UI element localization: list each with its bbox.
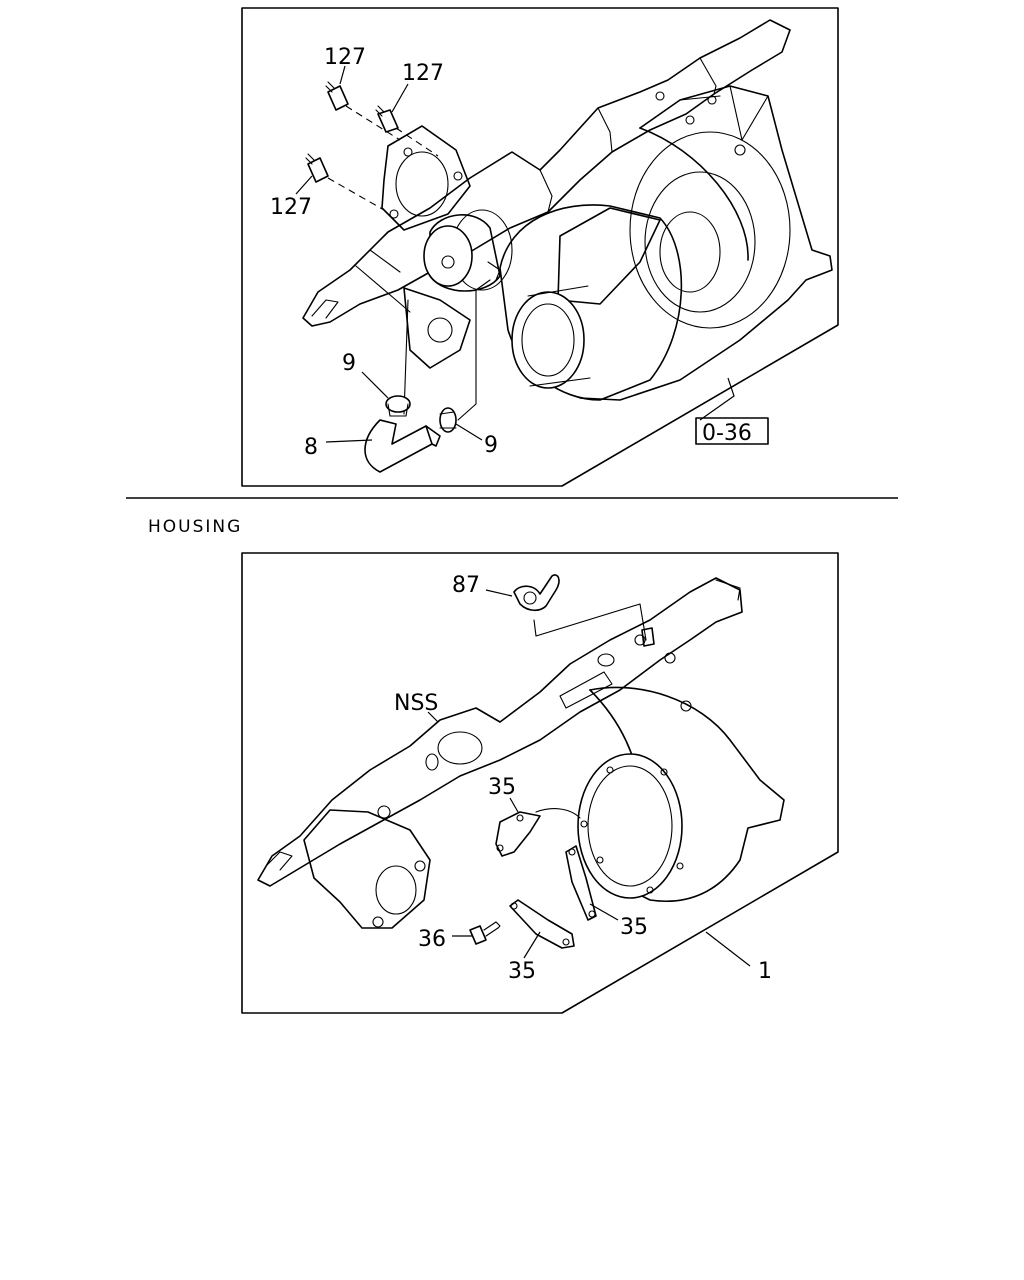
wing-nut-87 — [513, 574, 655, 647]
leader-9-a — [361, 371, 389, 399]
stud-127-b — [375, 105, 439, 157]
leader-35-b — [589, 903, 619, 921]
turbine-inlet-flange — [303, 809, 431, 929]
callout-8: 8 — [304, 435, 318, 460]
stud-127-c — [305, 153, 385, 211]
top-diagram: 127 127 127 9 8 9 0-36 — [241, 7, 839, 487]
top-diagram-frame — [241, 7, 839, 487]
leader-nss — [427, 711, 439, 723]
leader-127-b — [391, 83, 409, 113]
callout-127-c: 127 — [270, 195, 312, 220]
fitting-9-a — [385, 395, 411, 417]
callout-nss: NSS — [394, 691, 438, 716]
callout-9-a: 9 — [342, 351, 356, 376]
reference-box-0-36 — [695, 417, 769, 445]
clamp-segment-35-c — [509, 899, 575, 949]
bottom-diagram: 87 NSS 35 35 35 36 1 — [241, 552, 839, 1014]
leader-8 — [325, 439, 373, 443]
section-heading: HOUSING — [148, 517, 242, 537]
callout-35-c: 35 — [508, 959, 536, 984]
leader-127-a — [339, 65, 346, 85]
leader-1 — [705, 931, 751, 967]
turbine-housing — [579, 85, 833, 401]
fitting-9-b — [439, 279, 491, 433]
callout-1: 1 — [758, 959, 772, 984]
callout-35-a: 35 — [488, 775, 516, 800]
leader-9-b — [455, 423, 483, 441]
stud-127-a — [325, 81, 401, 141]
compressor-cover — [499, 204, 683, 401]
clamp-segment-35-a — [495, 808, 581, 857]
exhaust-manifold — [302, 19, 791, 327]
callout-9-b: 9 — [484, 433, 498, 458]
callout-127-a: 127 — [324, 45, 366, 70]
hose-8 — [364, 299, 441, 473]
callout-127-b: 127 — [402, 61, 444, 86]
clamp-segment-35-b — [565, 845, 597, 921]
leader-87 — [485, 589, 513, 597]
leader-0-36 — [699, 377, 735, 421]
wastegate-actuator — [423, 209, 513, 292]
reference-box-label: 0-36 — [702, 421, 752, 446]
callout-35-b: 35 — [620, 915, 648, 940]
bolt-36 — [469, 921, 501, 945]
leader-35-a — [509, 797, 519, 813]
callout-87: 87 — [452, 573, 480, 598]
turbine-flange — [381, 125, 471, 369]
turbine-volute — [577, 579, 785, 902]
bottom-diagram-frame — [241, 552, 839, 1014]
callout-36: 36 — [418, 927, 446, 952]
leader-127-c — [295, 175, 313, 195]
leader-35-c — [523, 931, 541, 959]
